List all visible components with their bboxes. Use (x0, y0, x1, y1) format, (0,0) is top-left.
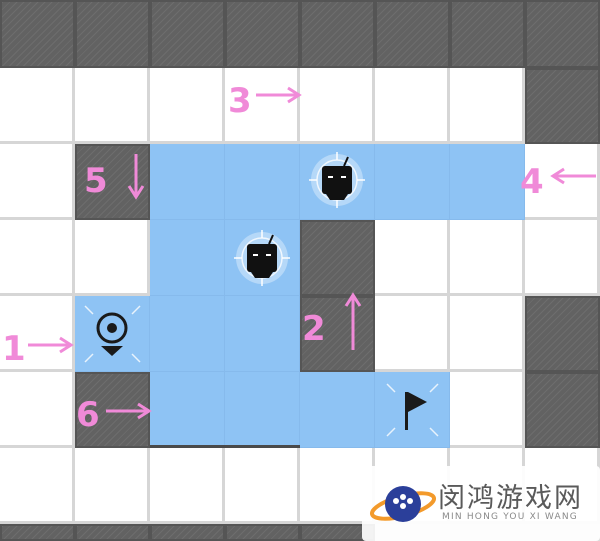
arrow-up-icon (344, 292, 362, 350)
wall-tile (0, 524, 75, 541)
floor-tile[interactable] (375, 68, 450, 144)
wall-tile (0, 0, 75, 68)
wall-tile (525, 372, 600, 448)
floor-tile[interactable] (0, 372, 75, 448)
path-tile[interactable] (225, 144, 300, 220)
watermark-subtitle: MIN HONG YOU XI WANG (442, 512, 578, 522)
arrow-left-icon (550, 167, 596, 185)
wall-tile (300, 220, 375, 296)
arrow-right-icon (106, 402, 152, 420)
wall-tile (225, 524, 300, 541)
wall-tile (525, 0, 600, 68)
annotation-number: 1 (2, 329, 26, 369)
wall-tile (225, 0, 300, 68)
floor-tile[interactable] (0, 68, 75, 144)
start-marker[interactable] (75, 296, 150, 372)
floor-tile[interactable] (75, 448, 150, 524)
wall-tile (150, 524, 225, 541)
path-tile[interactable] (375, 144, 450, 220)
goal-flag[interactable] (375, 372, 450, 448)
arrow-right-icon (28, 336, 74, 354)
annotation-number: 3 (228, 81, 252, 121)
floor-tile[interactable] (0, 296, 75, 372)
path-tile[interactable] (150, 296, 225, 372)
wall-tile (525, 68, 600, 144)
floor-tile[interactable] (450, 68, 525, 144)
floor-tile[interactable] (375, 296, 450, 372)
floor-tile[interactable] (225, 68, 300, 144)
wall-tile (300, 524, 375, 541)
flag-icon (386, 383, 439, 437)
enemy-robot[interactable] (225, 220, 300, 296)
location-pin-icon (84, 305, 141, 363)
path-tile[interactable] (300, 372, 375, 448)
floor-tile[interactable] (150, 68, 225, 144)
floor-tile[interactable] (150, 448, 225, 524)
floor-tile[interactable] (225, 448, 300, 524)
wall-tile (300, 296, 375, 372)
path-tile[interactable] (150, 372, 225, 448)
floor-tile[interactable] (0, 448, 75, 524)
wall-tile (300, 0, 375, 68)
floor-tile[interactable] (0, 220, 75, 296)
robot-block-icon (234, 230, 290, 286)
annotation-number: 6 (76, 395, 100, 435)
enemy-robot[interactable] (300, 144, 375, 220)
path-tile[interactable] (450, 144, 525, 220)
wall-tile (150, 0, 225, 68)
arrow-down-icon (127, 154, 145, 200)
path-tile[interactable] (150, 220, 225, 296)
wall-tile (75, 0, 150, 68)
arrow-right-icon (256, 86, 302, 104)
floor-tile[interactable] (375, 220, 450, 296)
floor-tile[interactable] (0, 144, 75, 220)
ledge-shadow (150, 445, 300, 450)
wall-tile (375, 0, 450, 68)
floor-tile[interactable] (300, 68, 375, 144)
path-tile[interactable] (225, 372, 300, 448)
annotation-number: 5 (84, 161, 108, 201)
wall-tile (525, 296, 600, 372)
floor-tile[interactable] (450, 220, 525, 296)
site-watermark: 闵鸿游戏网 MIN HONG YOU XI WANG (362, 466, 600, 541)
floor-tile[interactable] (75, 220, 150, 296)
annotation-number: 2 (302, 309, 326, 349)
path-tile[interactable] (225, 296, 300, 372)
floor-tile[interactable] (450, 296, 525, 372)
floor-tile[interactable] (75, 68, 150, 144)
watermark-title: 闵鸿游戏网 (438, 483, 583, 514)
path-tile[interactable] (150, 144, 225, 220)
robot-block-icon (309, 152, 365, 208)
wall-tile (450, 0, 525, 68)
annotation-number: 4 (520, 162, 544, 202)
wall-tile (75, 524, 150, 541)
floor-tile[interactable] (450, 372, 525, 448)
planet-logo-icon (369, 486, 437, 522)
floor-tile[interactable] (525, 220, 600, 296)
